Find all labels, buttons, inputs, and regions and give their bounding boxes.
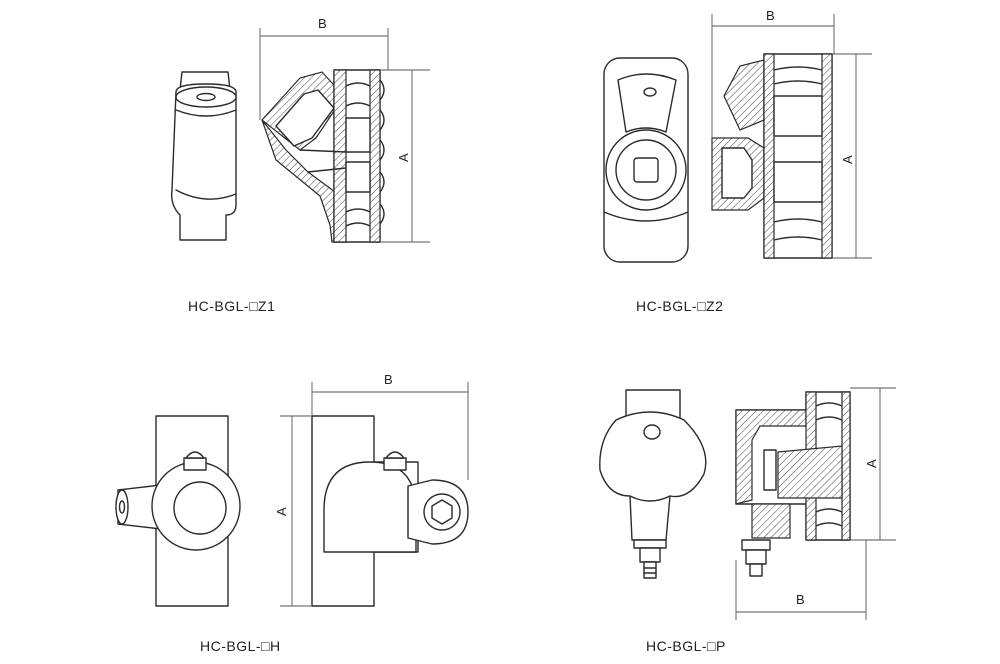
- h-front-view: [311, 415, 469, 607]
- z1-drawing: B A: [170, 16, 430, 243]
- z2-dimension-a: A: [832, 53, 872, 259]
- h-dim-a-label: A: [274, 507, 289, 516]
- caption-z2: HC-BGL-□Z2: [636, 298, 724, 314]
- p-section-view: [735, 391, 851, 577]
- z1-dim-a-label: A: [396, 153, 411, 162]
- z2-dimension-b: B: [711, 8, 835, 138]
- z2-front-view: [603, 57, 689, 263]
- h-dim-b-label: B: [384, 372, 393, 387]
- z1-dim-b-label: B: [318, 16, 327, 31]
- h-dimension-a: A: [274, 415, 312, 607]
- z2-section-view: [711, 53, 833, 259]
- h-side-view: [115, 415, 241, 607]
- z1-dimension-a: A: [380, 69, 430, 243]
- p-dimension-b: B: [735, 540, 867, 620]
- z2-dim-b-label: B: [766, 8, 775, 23]
- p-dimension-a: A: [850, 387, 896, 541]
- caption-h: HC-BGL-□H: [200, 638, 281, 654]
- h-dimension-b: B: [311, 372, 469, 480]
- z1-side-view: [170, 71, 237, 241]
- z2-drawing: B A: [603, 8, 872, 263]
- caption-p: HC-BGL-□P: [646, 638, 726, 654]
- p-drawing: B A: [599, 387, 896, 620]
- h-drawing: B A: [115, 372, 469, 607]
- caption-z1: HC-BGL-□Z1: [188, 298, 276, 314]
- p-side-view: [599, 389, 707, 579]
- p-dim-a-label: A: [864, 459, 879, 468]
- z2-dim-a-label: A: [840, 155, 855, 164]
- p-dim-b-label: B: [796, 592, 805, 607]
- z1-section-view: [261, 69, 385, 243]
- z1-dimension-b: B: [259, 16, 389, 120]
